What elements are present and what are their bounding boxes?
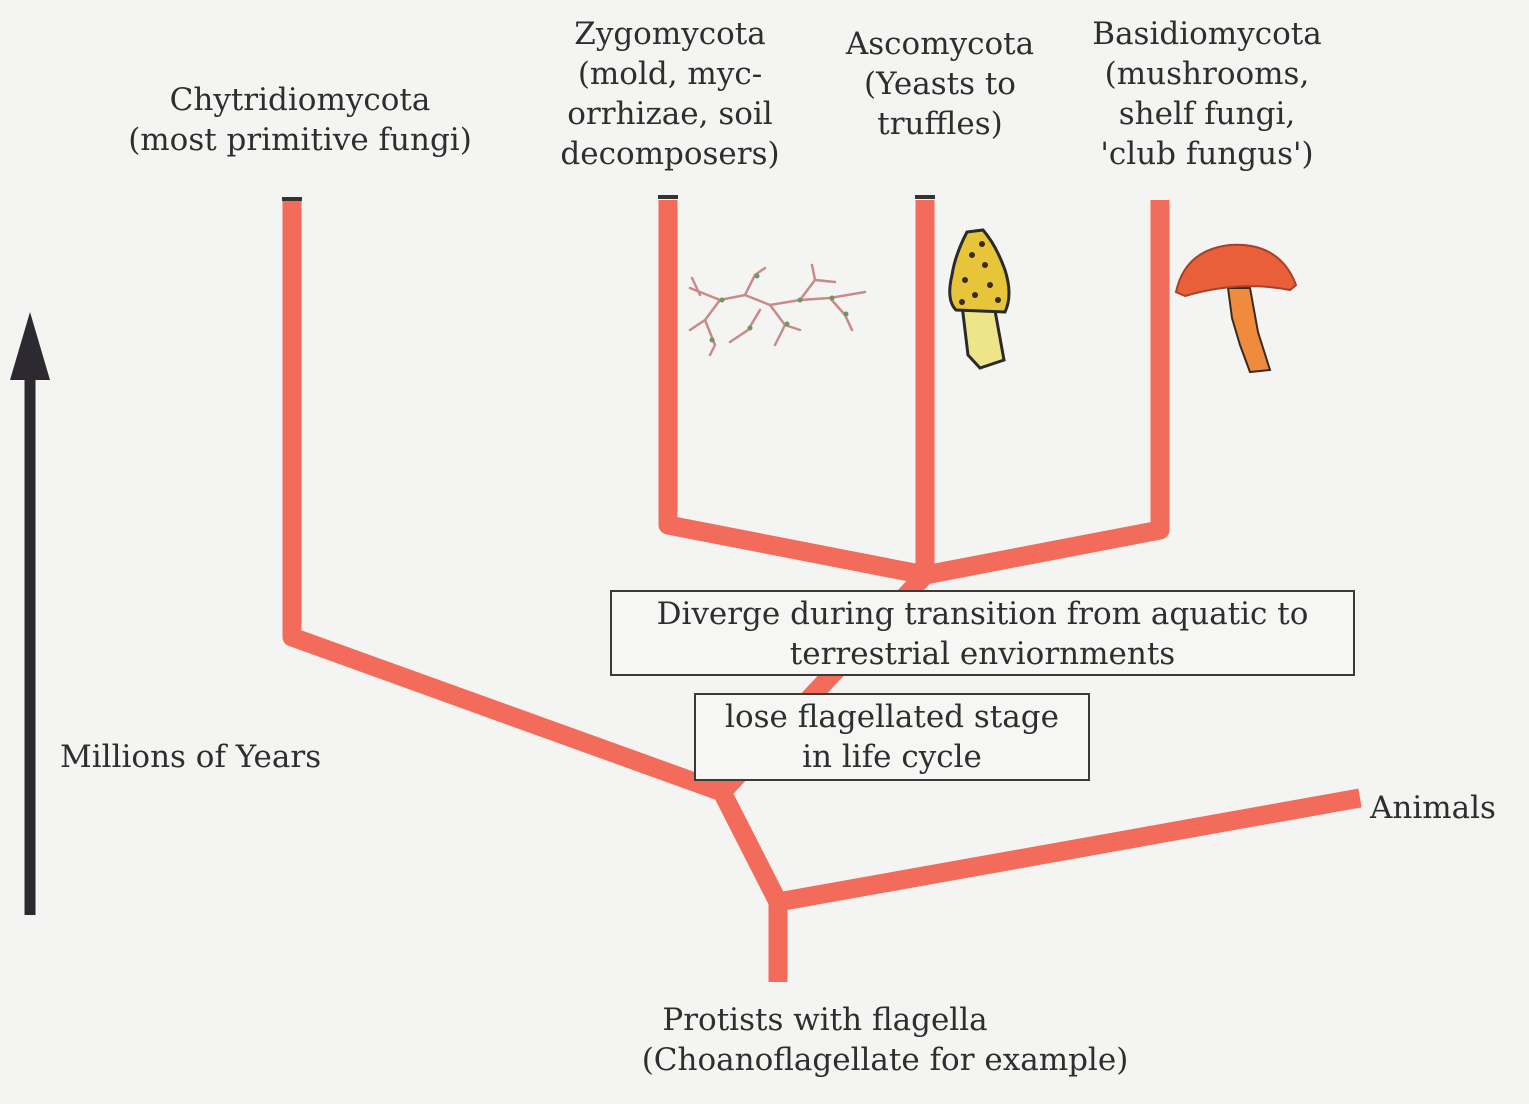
taxon-ascomycota-label: Ascomycota (Yeasts to truffles) [815,24,1065,144]
event-text: lose flagellated stage [696,697,1088,737]
taxon-basidiomycota-label: Basidiomycota (mushrooms, shelf fungi, '… [1062,14,1352,174]
morel-stem [962,305,1004,368]
hyphae-illustration [690,265,865,355]
animals-label: Animals [1370,788,1496,828]
terrestrial-divergence-box: Diverge during transition from aquatic t… [610,590,1355,676]
root-label: Protists with flagella (Choanoflagellate… [560,1000,1210,1080]
branch-tips [282,197,935,199]
animals-branch [778,798,1360,902]
taxon-description: (mushrooms, [1062,54,1352,94]
taxon-name: Zygomycota [520,14,820,54]
taxon-description: truffles) [815,104,1065,144]
morel-illustration [950,230,1009,368]
taxon-description: 'club fungus') [1062,134,1352,174]
root-name: Protists with flagella [440,1000,1210,1040]
time-axis-label: Millions of Years [60,737,321,777]
time-arrow [10,312,50,915]
taxon-chytridiomycota-label: Chytridiomycota (most primitive fungi) [100,80,500,160]
taxon-zygomycota-label: Zygomycota (mold, myc- orrhizae, soil de… [520,14,820,174]
time-arrow-head [10,312,50,380]
hyphae-spores [710,274,849,343]
taxon-name: Basidiomycota [1062,14,1352,54]
mushroom-illustration [1176,245,1296,372]
fungi-stem [722,792,778,902]
taxon-description: (Yeasts to [815,64,1065,104]
event-text: terrestrial enviornments [612,634,1353,674]
taxon-description: (most primitive fungi) [100,120,500,160]
zygomycota-branch [668,200,925,575]
taxon-description: orrhizae, soil [520,94,820,134]
taxon-description: (mold, myc- [520,54,820,94]
taxon-description: shelf fungi, [1062,94,1352,134]
taxon-name: Chytridiomycota [100,80,500,120]
event-text: in life cycle [696,737,1088,777]
taxon-name: Ascomycota [815,24,1065,64]
event-text: Diverge during transition from aquatic t… [612,594,1353,634]
flagella-loss-box: lose flagellated stage in life cycle [694,693,1090,781]
taxon-description: decomposers) [520,134,820,174]
mushroom-stem [1228,288,1270,372]
root-example: (Choanoflagellate for example) [560,1040,1210,1080]
chytrid-branch [292,200,722,792]
